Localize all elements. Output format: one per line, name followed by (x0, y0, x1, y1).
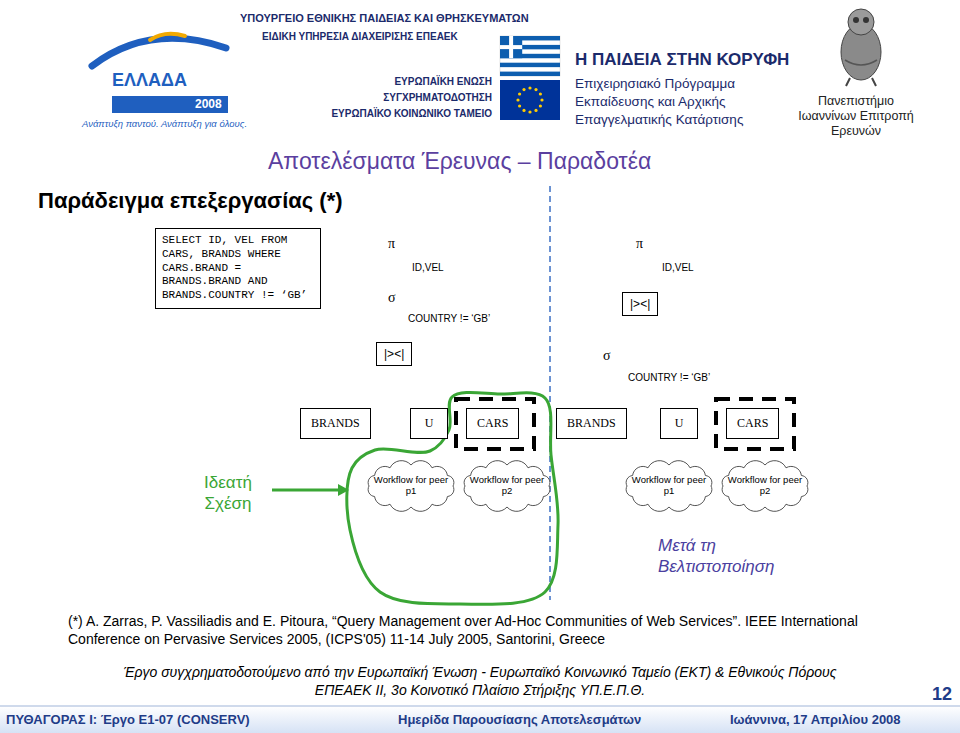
node-text: BRANDS (311, 416, 360, 431)
programme-name: Επιχειρησιακό Πρόγραμμα (575, 76, 735, 91)
relation-box: BRANDS (556, 408, 627, 439)
programme-name: Εκπαίδευσης και Αρχικής (575, 94, 726, 109)
node-text: Workflow for peer p1 (370, 475, 452, 497)
university-name: Πανεπιστήμιο Ιωαννίνων Επιτροπή Ερευνών (794, 94, 918, 139)
operator-symbol: π (636, 236, 643, 252)
cloud-outline (626, 461, 712, 512)
node-text: CARS (737, 416, 768, 431)
node-text: BRANDS (567, 416, 616, 431)
operator-symbol: σ (603, 348, 611, 364)
relation-box: BRANDS (300, 408, 371, 439)
callout-label: Μετά τη Βελτιστοποίηση (658, 535, 798, 578)
logo-band (112, 96, 228, 113)
node-text: |><| (630, 297, 650, 311)
cloud-outline (464, 461, 550, 512)
eu-star (534, 88, 537, 91)
funding-note: Έργο συγχρηματοδοτούμενο από την Ευρωπαϊ… (110, 663, 850, 699)
join-operator-box: |><| (622, 292, 658, 316)
dashed-frame (456, 399, 534, 449)
dashed-frame (716, 399, 794, 449)
programme-name: Επαγγελματικής Κατάρτισης (575, 112, 743, 127)
cloud-outline (722, 461, 808, 512)
operator-parameter: COUNTRY != ‘GB’ (628, 372, 710, 383)
eu-star (518, 92, 521, 95)
workflow-cloud: Workflow for peer p1 (620, 458, 718, 514)
programme-slogan: Η ΠΑΙΔΕΙΑ ΣΤΗΝ ΚΟΡΥΦΗ (575, 50, 789, 70)
operator-symbol: σ (388, 290, 396, 306)
footer-text: ΠΥΘΑΓΟΡΑΣ Ι: Έργο Ε1-07 (CONSERV) (6, 712, 250, 727)
footer-text: Ιωάννινα, 17 Απριλίου 2008 (730, 712, 901, 727)
workflow-cloud: Workflow for peer p2 (458, 458, 556, 514)
logo-swoosh (92, 38, 226, 66)
page-number: 12 (932, 684, 952, 705)
join-operator-box: |><| (376, 342, 412, 366)
eu-flag (500, 80, 560, 120)
university-emblem (841, 9, 881, 86)
relation-box: CARS (466, 408, 519, 439)
slide-subtitle: Παράδειγμα επεξεργασίας (*) (38, 188, 343, 214)
workflow-cloud: Workflow for peer p1 (362, 458, 460, 514)
logo-slogan: Ανάπτυξη παντού. Ανάπτυξη για όλους. (82, 118, 247, 129)
eu-star (528, 110, 531, 113)
footer-band (0, 706, 960, 733)
query-box: SELECT ID, VEL FROM CARS, BRANDS WHERE C… (155, 228, 321, 309)
slide-title: Αποτελέσματα Έρευνας – Παραδοτέα (268, 148, 651, 175)
ministry-unit: ΕΙΔΙΚΗ ΥΠΗΡΕΣΙΑ ΔΙΑΧΕΙΡΙΣΗΣ ΕΠΕΑΕΚ (262, 31, 458, 42)
eu-star (528, 86, 531, 89)
greek-flag (500, 36, 560, 76)
ministry-name: ΥΠΟΥΡΓΕΙΟ ΕΘΝΙΚΗΣ ΠΑΙΔΕΙΑΣ ΚΑΙ ΘΡΗΣΚΕΥΜΑ… (240, 12, 529, 24)
eu-star (534, 109, 537, 112)
eu-text: ΣΥΓΧΡΗΜΑΤΟΔΟΤΗΣΗ (383, 92, 492, 103)
green-loop (347, 393, 558, 605)
operator-parameter: ID,VEL (662, 262, 694, 273)
callout-label: Ιδεατή Σχέση (188, 472, 268, 515)
logo-swoosh (150, 34, 185, 40)
operator-parameter: ID,VEL (412, 262, 444, 273)
footer-rule (0, 706, 960, 707)
node-text: U (671, 416, 687, 431)
eu-star (539, 92, 542, 95)
union-box: U (410, 408, 448, 439)
logo-year: 2008 (195, 97, 222, 111)
green-pointer (272, 489, 340, 492)
workflow-cloud: Workflow for peer p2 (716, 458, 814, 514)
eu-text: ΕΥΡΩΠΑΪΚΗ ΕΝΩΣΗ (394, 76, 492, 87)
node-text: |><| (384, 347, 404, 361)
node-text: SELECT ID, VEL FROM CARS, BRANDS WHERE C… (162, 234, 314, 303)
operator-parameter: COUNTRY != ‘GB’ (408, 313, 490, 324)
union-box: U (660, 408, 698, 439)
eu-star (518, 104, 521, 107)
eu-star (522, 109, 525, 112)
eu-star (540, 98, 543, 101)
eu-star (539, 104, 542, 107)
node-text: U (421, 416, 437, 431)
footer-text: Ημερίδα Παρουσίασης Αποτελεσμάτων (398, 712, 641, 727)
eu-text: ΕΥΡΩΠΑΪΚΟ ΚΟΙΝΩΝΙΚΟ ΤΑΜΕΙΟ (331, 108, 492, 119)
operator-symbol: π (388, 236, 395, 252)
eu-star (522, 88, 525, 91)
node-text: Workflow for peer p1 (628, 475, 710, 497)
eu-star (516, 98, 519, 101)
node-text: Workflow for peer p2 (724, 475, 806, 497)
node-text: Workflow for peer p2 (466, 475, 548, 497)
reference-note: (*) A. Zarras, P. Vassiliadis and E. Pit… (68, 612, 928, 648)
cloud-outline (368, 461, 454, 512)
logo-text: ΕΛΛΑΔΑ (112, 70, 187, 91)
separator-line (549, 186, 551, 600)
node-text: CARS (477, 416, 508, 431)
relation-box: CARS (726, 408, 779, 439)
